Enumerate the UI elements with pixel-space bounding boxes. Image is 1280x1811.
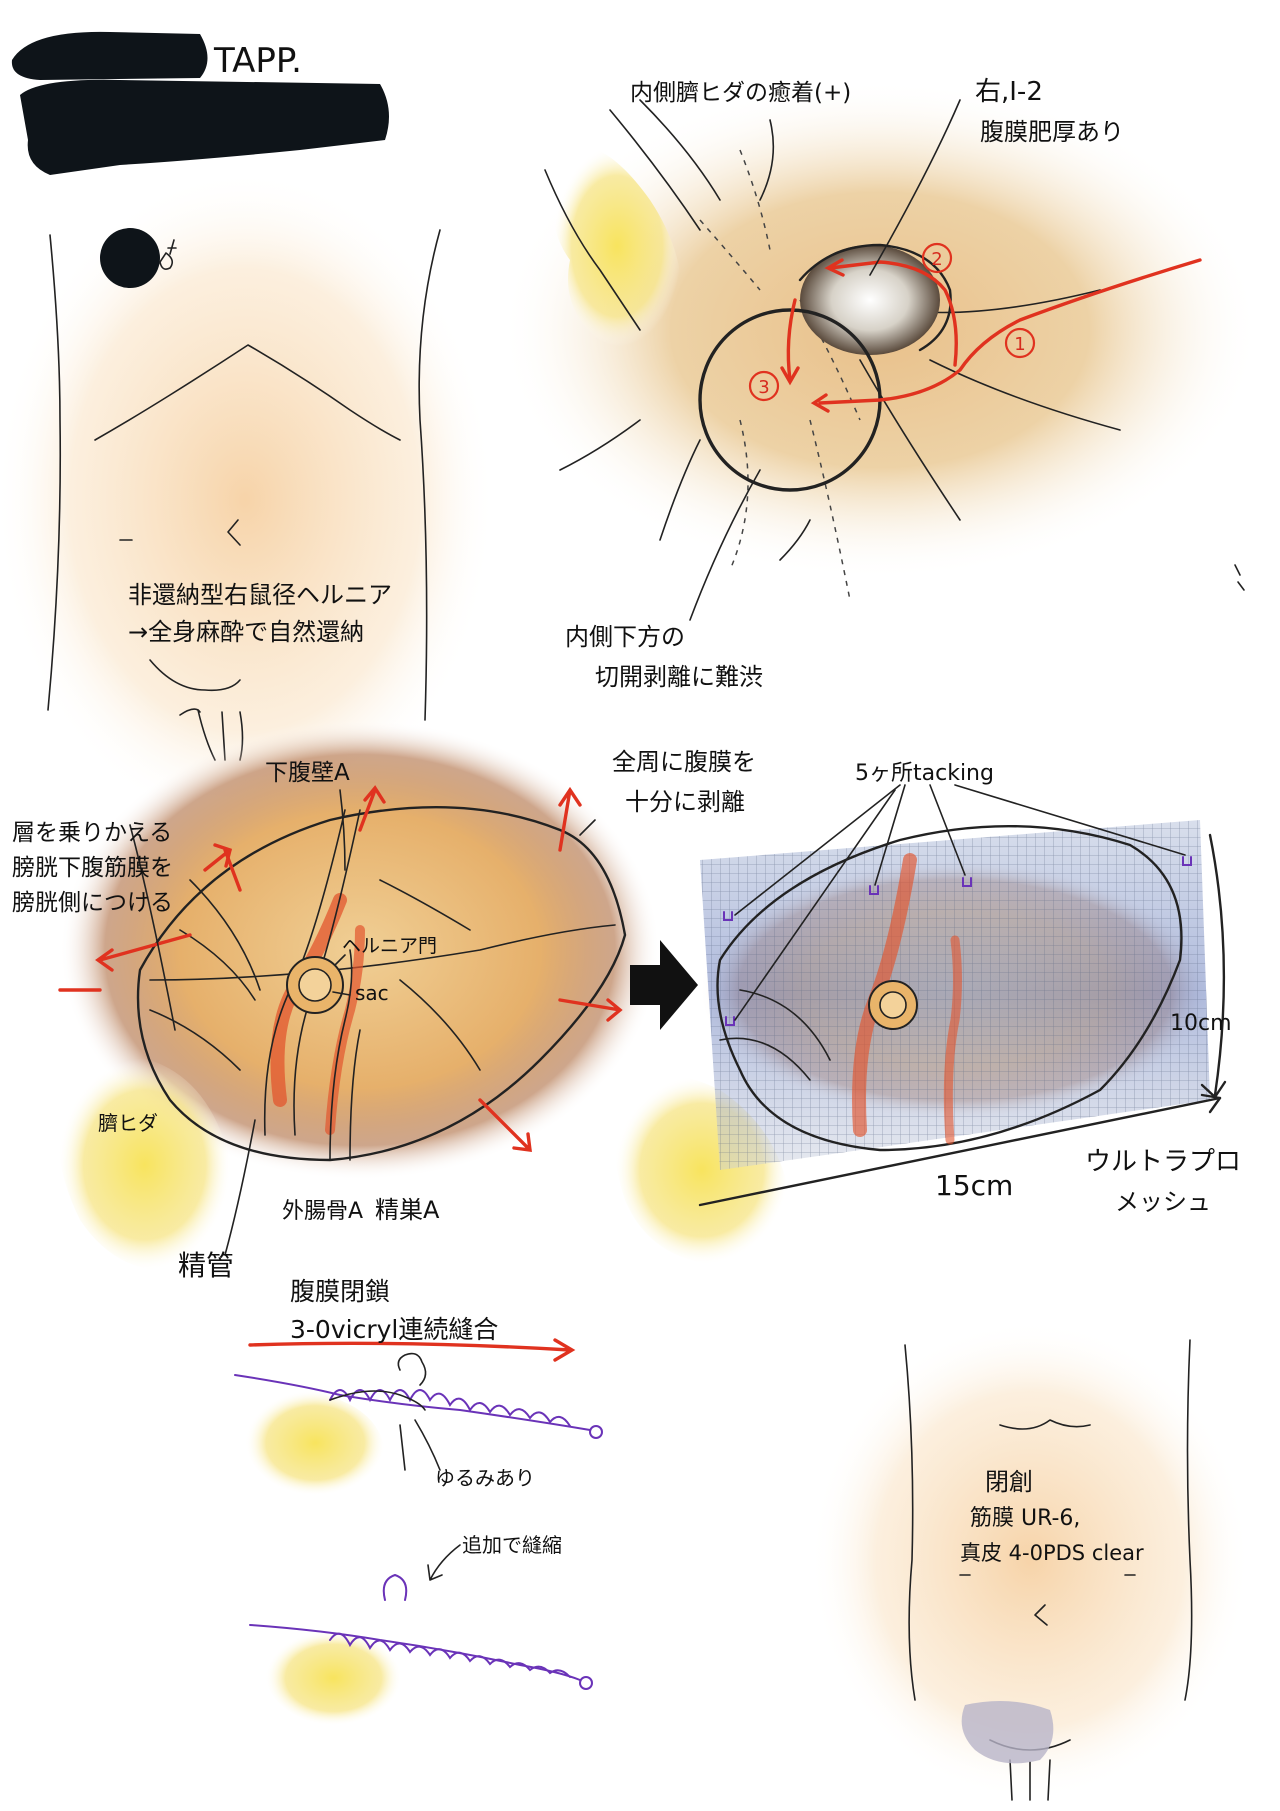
step-1-label: 1 bbox=[1014, 334, 1025, 355]
step-2-marker: 2 bbox=[921, 242, 953, 274]
abdomen-closure-view bbox=[810, 1320, 1250, 1801]
dissection-arrows bbox=[780, 258, 1202, 413]
fascia-suture-note: 筋膜 UR-6, bbox=[970, 1506, 1080, 1531]
redaction-block bbox=[11, 31, 389, 175]
layer-note-line-2: 膀胱下腹筋膜を bbox=[12, 855, 173, 881]
closure-direction-arrow bbox=[248, 1341, 572, 1352]
dissected-space-view bbox=[57, 720, 660, 1272]
page-title: TAPP. bbox=[213, 41, 302, 81]
mesh-product-line-1: ウルトラプロ bbox=[1085, 1147, 1241, 1177]
vas-leader bbox=[224, 1119, 256, 1256]
layer-note-line-1: 層を乗りかえる bbox=[12, 820, 172, 846]
umbilicus-marker bbox=[100, 228, 177, 288]
adhesion-leader bbox=[759, 119, 775, 201]
skin-suture-note: 真皮 4-0PDS clear bbox=[960, 1541, 1144, 1565]
mesh-placement-view bbox=[613, 820, 1210, 1265]
closure-arrowhead bbox=[553, 1338, 576, 1362]
wound-closure-title: 閉創 bbox=[985, 1468, 1033, 1496]
classification-label: 右,I-2 bbox=[975, 77, 1043, 107]
mesh-width-label: 15cm bbox=[935, 1169, 1013, 1202]
step-3-marker: 3 bbox=[748, 370, 780, 402]
layer-note-leader bbox=[129, 824, 176, 1031]
traction-arrows bbox=[58, 785, 623, 1152]
umbilical-fold-label: 臍ヒダ bbox=[98, 1111, 158, 1135]
peritoneum-thickening-note: 腹膜肥厚あり bbox=[980, 118, 1124, 146]
peritoneum-note-line-2: 十分に剥離 bbox=[625, 788, 745, 816]
classification-leader bbox=[869, 99, 961, 276]
difficulty-leader bbox=[689, 469, 761, 621]
peritoneal-closure-view bbox=[234, 1352, 603, 1726]
epigastric-leader bbox=[339, 789, 346, 871]
inferior-epigastric-label: 下腹壁A bbox=[265, 760, 350, 786]
mesh-dimension-arrows bbox=[698, 833, 1227, 1207]
adhesion-note: 内側臍ヒダの癒着(+) bbox=[630, 80, 851, 106]
tighten-note: 追加で縫縮 bbox=[462, 1533, 562, 1557]
closure-title-line-2: 3-0vicryl連続縫合 bbox=[290, 1315, 498, 1344]
orifice-leader bbox=[334, 954, 346, 966]
step-2-label: 2 bbox=[931, 249, 942, 270]
closure-title-line-1: 腹膜閉鎖 bbox=[290, 1277, 390, 1306]
layer-note-line-3: 膀胱側につける bbox=[12, 890, 173, 916]
next-step-arrow bbox=[630, 940, 698, 1030]
tacking-leaders bbox=[734, 784, 1186, 1021]
abdomen-front-view bbox=[0, 170, 495, 830]
tacking-markers bbox=[723, 856, 1192, 1026]
difficulty-line-1: 内側下方の bbox=[565, 623, 685, 651]
sac-leader bbox=[332, 991, 351, 996]
slack-note: ゆるみあり bbox=[435, 1466, 535, 1490]
mesh-product-line-2: メッシュ bbox=[1115, 1188, 1211, 1216]
vas-deferens-label: 精管 bbox=[178, 1249, 234, 1282]
step-1-marker: 1 bbox=[1004, 327, 1036, 359]
hernia-orifice-label: ヘルニア門 bbox=[342, 935, 437, 957]
peritoneum-leader bbox=[579, 819, 596, 836]
peritoneum-note-line-1: 全周に腹膜を bbox=[612, 748, 756, 776]
testicular-label: 精巣A bbox=[375, 1196, 440, 1224]
mesh-height-label: 10cm bbox=[1170, 1011, 1232, 1036]
external-iliac-label: 外腸骨A bbox=[282, 1199, 363, 1224]
difficulty-line-2: 切開剥離に難渋 bbox=[595, 663, 763, 691]
laparoscopic-view bbox=[500, 80, 1260, 601]
diagnosis-line-2: →全身麻酔で自然還納 bbox=[128, 618, 364, 646]
step-3-label: 3 bbox=[758, 377, 769, 398]
tacking-label: 5ヶ所tacking bbox=[855, 761, 994, 786]
sac-label: sac bbox=[355, 981, 389, 1005]
diagnosis-line-1: 非還納型右鼠径ヘルニア bbox=[128, 581, 392, 609]
